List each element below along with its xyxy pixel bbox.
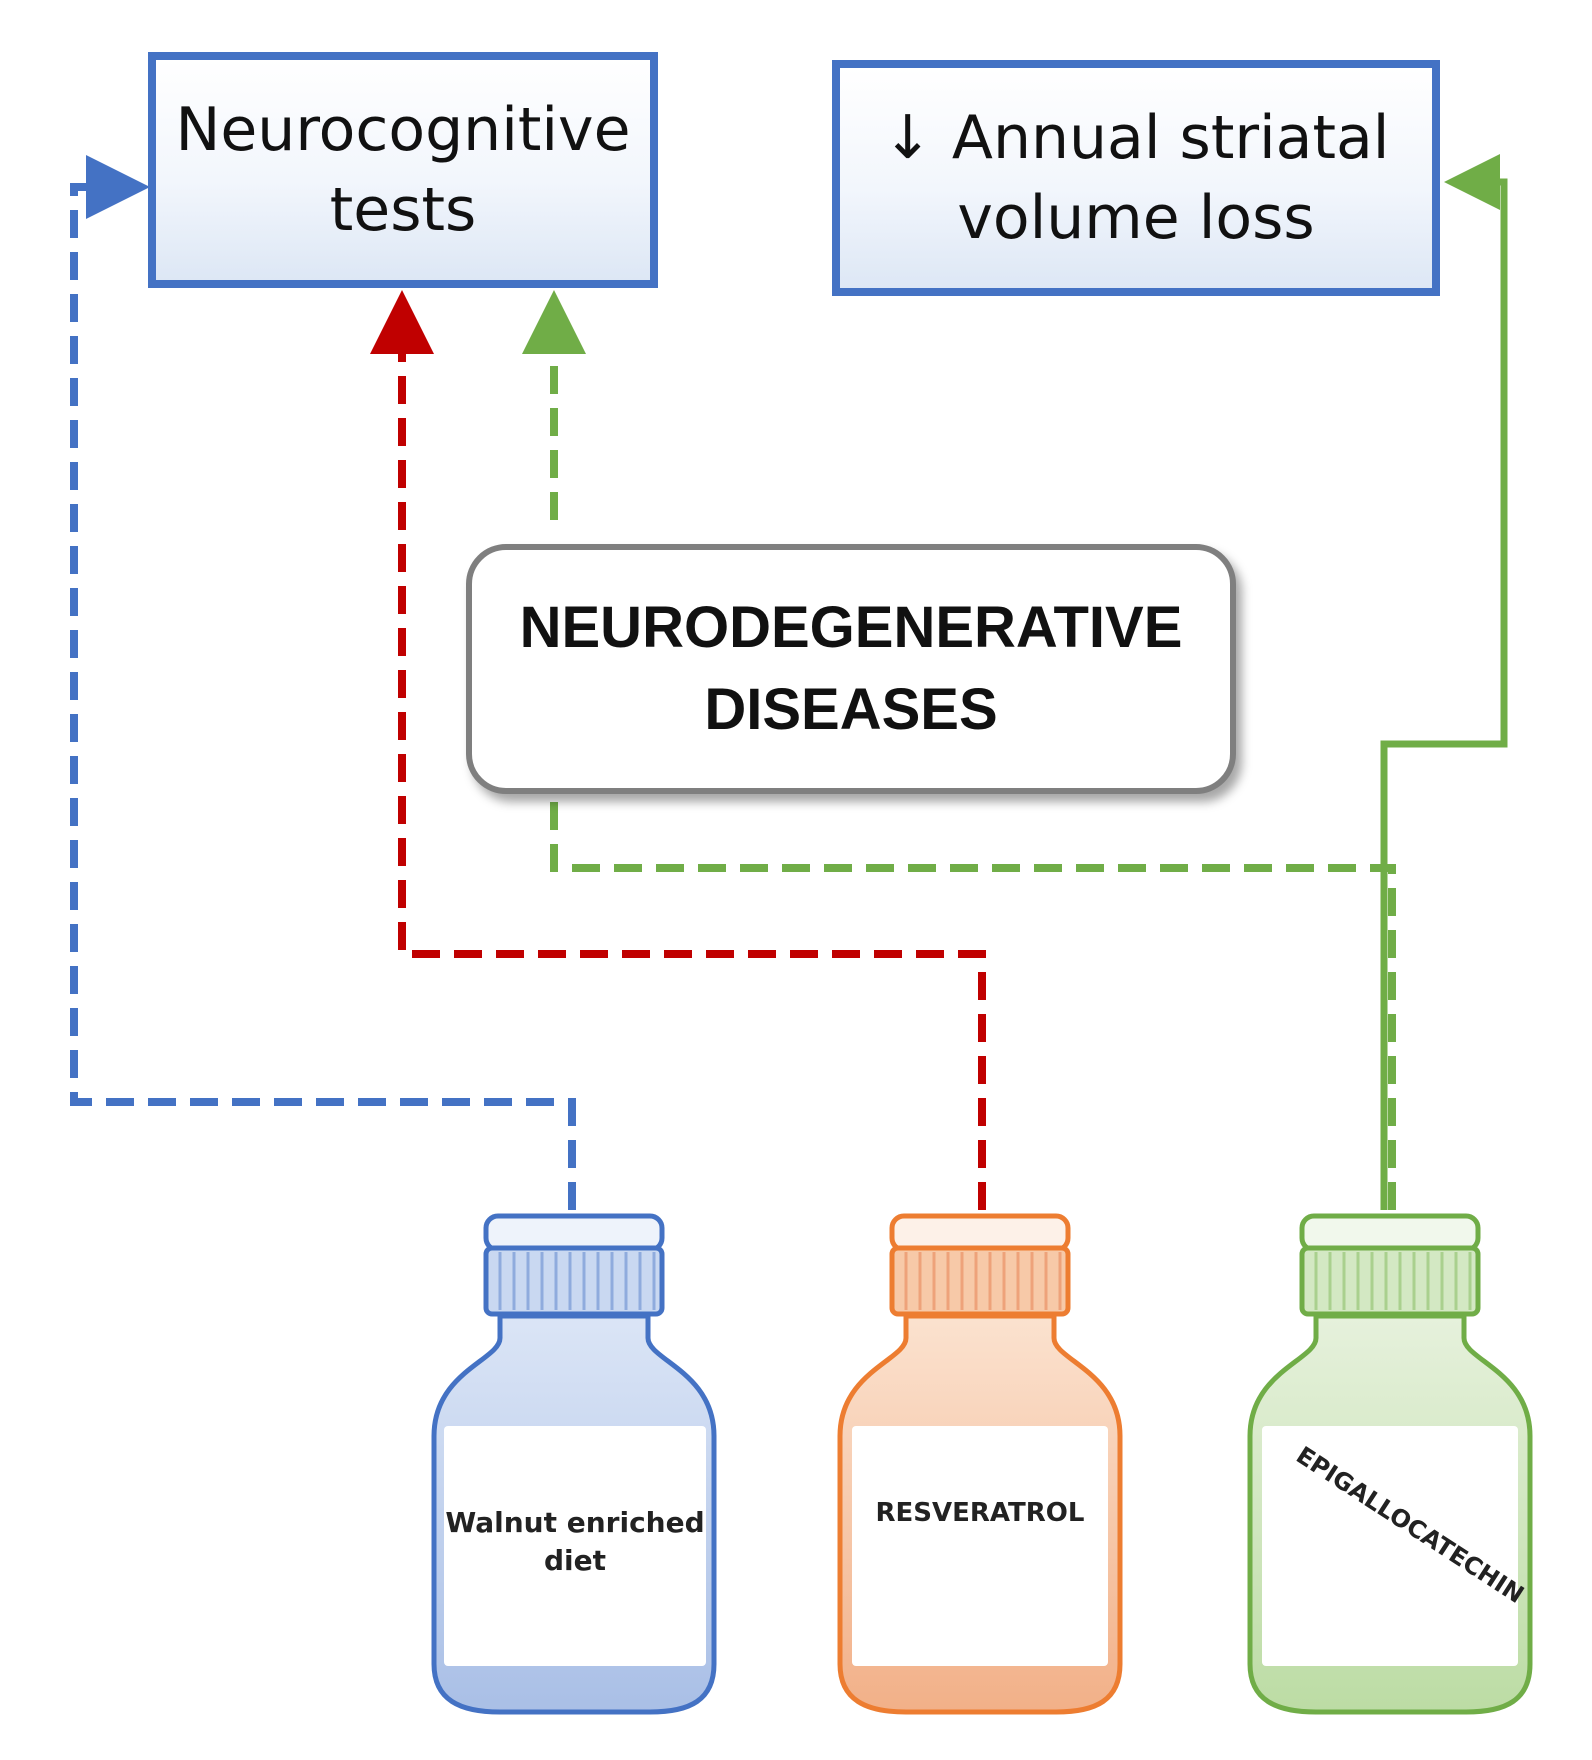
bottle-egcg [1247,1213,1533,1715]
bottle-label-resveratrol: RESVERATROL [875,1498,1085,1528]
connector-resveratrol-neurocognitive [370,290,986,1210]
outcome-neurocognitive-text: Neurocognitive tests [175,95,631,245]
disease-text: NEURODEGENERATIVE DISEASES [519,595,1183,742]
outcome-striatal-text: ↓ Annual striatal volume loss [882,103,1390,253]
outcome-striatal-volume-loss: ↓ Annual striatal volume loss [832,60,1440,296]
bottle-resveratrol [837,1213,1123,1715]
connector-egcg-dashed-lower [550,796,1396,1210]
connector-egcg-striatal [1380,154,1508,1210]
bottle-label-walnut: Walnut enriched diet [445,1506,705,1577]
bottle-walnut [431,1213,717,1715]
outcome-neurocognitive-tests: Neurocognitive tests [148,52,658,288]
connector-walnut-neurocognitive [70,155,576,1210]
neurodegenerative-diseases-box: NEURODEGENERATIVE DISEASES [466,544,1236,794]
